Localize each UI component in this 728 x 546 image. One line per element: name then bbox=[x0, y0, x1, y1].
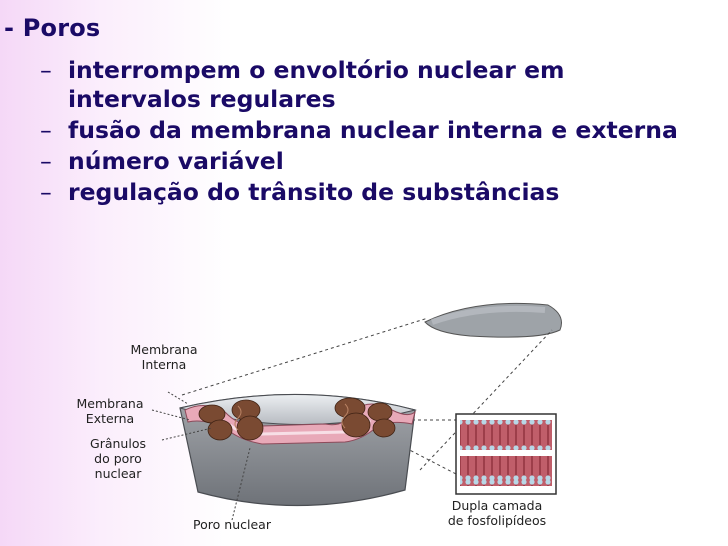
pore-granules bbox=[198, 397, 396, 441]
bullet-text: interrompem o envoltório nuclear em inte… bbox=[68, 56, 565, 113]
bullet-dash: – bbox=[40, 56, 52, 84]
bullet-list: – interrompem o envoltório nuclear em in… bbox=[40, 56, 680, 209]
bullet-dash: – bbox=[40, 116, 52, 144]
pointer-line bbox=[167, 391, 189, 405]
bullet-item: – regulação do trânsito de substâncias bbox=[40, 178, 680, 207]
pointer-line bbox=[231, 447, 251, 521]
label-membrana-interna: Membrana Interna bbox=[130, 342, 198, 372]
bullet-dash: – bbox=[40, 178, 52, 206]
bullet-item: – fusão da membrana nuclear interna e ex… bbox=[40, 116, 680, 145]
bullet-item: – interrompem o envoltório nuclear em in… bbox=[40, 56, 680, 114]
bullet-text: regulação do trânsito de substâncias bbox=[68, 178, 560, 206]
label-granulos: Grânulos do poro nuclear bbox=[90, 436, 146, 481]
bullet-item: – número variável bbox=[40, 147, 680, 176]
bullet-text: número variável bbox=[68, 147, 284, 175]
label-membrana-externa: Membrana Externa bbox=[76, 396, 144, 426]
pointer-line bbox=[161, 427, 213, 441]
slide-heading: - Poros bbox=[4, 14, 101, 42]
zoom-line bbox=[419, 329, 553, 471]
bullet-text: fusão da membrana nuclear interna e exte… bbox=[68, 116, 678, 144]
label-dupla-camada: Dupla camada de fosfolipídeos bbox=[447, 498, 547, 528]
pointer-line bbox=[151, 409, 191, 421]
bullet-dash: – bbox=[40, 147, 52, 175]
label-poro-nuclear: Poro nuclear bbox=[193, 517, 271, 532]
zoom-line bbox=[181, 317, 429, 396]
zoom-line bbox=[399, 444, 459, 476]
